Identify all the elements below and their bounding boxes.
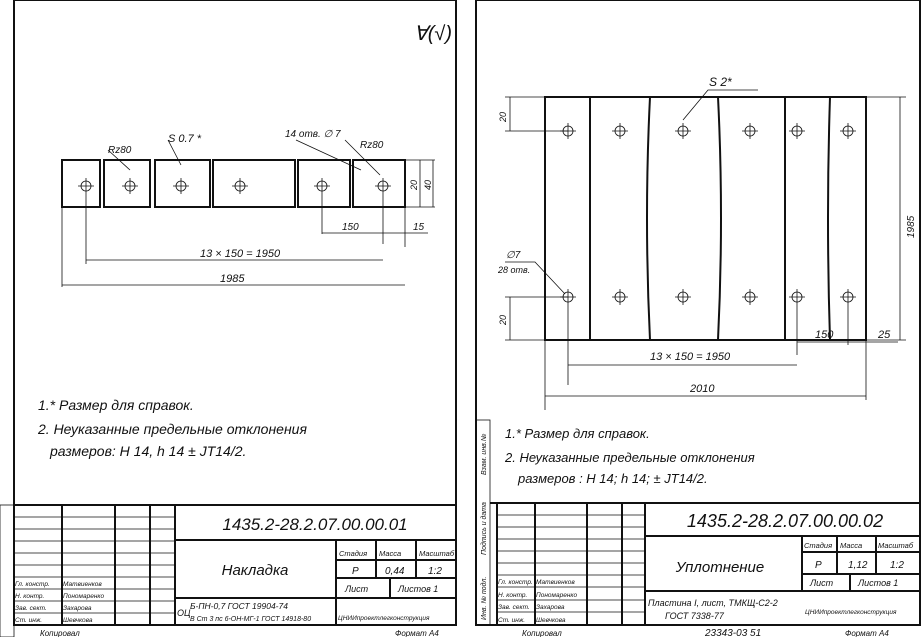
svg-text:1:2: 1:2 [428,566,442,577]
svg-text:Р: Р [352,566,359,577]
svg-text:2. Неуказанные предельные откл: 2. Неуказанные предельные отклонения [37,421,307,437]
svg-text:Масштаб: Масштаб [419,549,455,558]
svg-text:1.* Размер для справок.: 1.* Размер для справок. [505,426,650,441]
thickness-label: S 2* [709,75,732,89]
title-block: 1435.2-28.2.07.00.00.02 Уплотнение Стади… [490,502,920,637]
svg-text:Шевчкова: Шевчкова [63,617,93,624]
svg-text:размеров: H 14, h 14 ± JT14/2.: размеров: H 14, h 14 ± JT14/2. [49,443,246,459]
svg-text:Масса: Масса [379,549,401,558]
svg-text:Гл. констр.: Гл. констр. [498,579,533,586]
holes-label: 14 отв. ∅ 7 [285,129,341,140]
svg-text:ГОСТ 7338-77: ГОСТ 7338-77 [665,611,725,621]
part-name: Накладка [222,562,289,579]
right-frame [475,0,921,626]
dim-height-outer: 40 [423,180,433,190]
svg-text:23343-03 51: 23343-03 51 [704,628,761,637]
svg-text:размеров : H 14; h 14; ± JT14/: размеров : H 14; h 14; ± JT14/2. [517,471,708,486]
svg-text:Гл. констр.: Гл. констр. [15,581,50,588]
svg-text:0,44: 0,44 [385,566,405,577]
svg-text:В Ст 3 пс 6-ОН-МГ-1 ГОСТ 14918: В Ст 3 пс 6-ОН-МГ-1 ГОСТ 14918-80 [190,616,311,623]
svg-text:Р: Р [815,560,822,571]
svg-text:ЦНИИпроектлегконструкция: ЦНИИпроектлегконструкция [338,615,430,622]
svg-text:Матвиенков: Матвиенков [536,579,575,586]
dim-total: 2010 [689,383,715,395]
holes-dia-label: ∅7 [506,250,521,261]
svg-text:Пономаренко: Пономаренко [536,592,577,599]
svg-text:Н. контр.: Н. контр. [498,592,528,599]
svg-text:2. Неуказанные предельные откл: 2. Неуказанные предельные отклонения [504,450,755,465]
title-block: 1435.2-28.2.07.00.00.01 Накладка Стадия … [14,504,456,637]
svg-text:Ст. инж.: Ст. инж. [498,617,525,624]
svg-text:Ст. инж.: Ст. инж. [15,617,42,624]
svg-text:Н. контр.: Н. контр. [15,593,45,600]
seal-part: S 2* 20 20 1985 ∅7 28 отв. 150 25 13 × 1… [497,75,917,410]
svg-text:Захарова: Захарова [536,604,565,611]
left-sheet: ∀(√) Rz80 S 0.7 * 14 отв. ∅ 7 Rz80 20 40… [0,0,457,637]
svg-text:Зав. сект.: Зав. сект. [15,605,47,612]
roughness-label: Rz80 [108,145,132,156]
dim-chain: 13 × 150 = 1950 [650,351,731,363]
svg-text:Масштаб: Масштаб [878,541,914,550]
svg-text:Копировал: Копировал [522,629,562,637]
svg-text:Зав. сект.: Зав. сект. [498,604,530,611]
svg-text:Пономаренко: Пономаренко [63,593,104,600]
svg-text:Захарова: Захарова [63,605,92,612]
notes: 1.* Размер для справок. 2. Неуказанные п… [37,397,307,459]
svg-text:ОЦ: ОЦ [177,608,191,618]
drawing-code: 1435.2-28.2.07.00.00.01 [222,515,407,534]
svg-text:Шевчкова: Шевчкова [536,617,566,624]
svg-text:1:2: 1:2 [890,560,904,571]
svg-text:Б-ПН-0,7 ГОСТ 19904-74: Б-ПН-0,7 ГОСТ 19904-74 [190,601,288,611]
drawing-code: 1435.2-28.2.07.00.00.02 [687,511,883,531]
roughness-label-2: Rz80 [360,140,384,151]
part-name: Уплотнение [675,559,765,576]
svg-text:1,12: 1,12 [848,560,868,571]
svg-text:Формат А4: Формат А4 [395,629,439,637]
svg-text:Копировал: Копировал [40,629,80,637]
svg-text:Листов 1: Листов 1 [397,584,438,594]
dim-top: 20 [498,112,508,123]
dim-bottom: 20 [498,315,508,326]
svg-text:ЦНИИпроектлегконструкция: ЦНИИпроектлегконструкция [805,609,897,616]
dim-height: 1985 [906,215,917,238]
left-frame [13,0,457,626]
svg-text:Лист: Лист [344,584,369,594]
svg-text:Стадия: Стадия [339,549,367,558]
corner-roughness-mark: ∀(√) [414,23,452,45]
thickness-label: S 0.7 * [168,133,202,145]
holes [78,178,391,194]
dim-pitch: 150 [342,222,359,233]
right-side-strip [475,419,491,626]
svg-text:Матвиенков: Матвиенков [63,581,102,588]
left-side-strip [0,504,15,637]
dim-pitch: 150 [815,329,834,341]
svg-text:Инв. № подл.: Инв. № подл. [480,577,488,620]
dim-height-inner: 20 [409,180,419,191]
dim-edge: 15 [413,222,425,233]
strip-part: Rz80 S 0.7 * 14 отв. ∅ 7 Rz80 20 40 150 … [61,129,435,287]
svg-text:Масса: Масса [840,541,862,550]
dim-chain: 13 × 150 = 1950 [200,248,281,260]
svg-text:Стадия: Стадия [804,541,832,550]
svg-text:1.* Размер для справок.: 1.* Размер для справок. [38,397,194,413]
svg-text:Подпись и дата: Подпись и дата [480,502,488,555]
notes: 1.* Размер для справок. 2. Неуказанные п… [504,426,755,486]
right-sheet: Инв. № подл. Подпись и дата Взам. инв.№ … [475,0,921,637]
dim-total: 1985 [220,273,245,285]
svg-text:Формат А4: Формат А4 [845,629,889,637]
svg-text:Листов 1: Листов 1 [857,578,898,588]
svg-text:Пластина I, лист, ТМКЩ-С2-2: Пластина I, лист, ТМКЩ-С2-2 [648,598,778,608]
holes-count-label: 28 отв. [497,265,530,275]
holes [560,123,856,305]
dim-edge: 25 [877,329,891,341]
svg-text:Взам. инв.№: Взам. инв.№ [481,433,488,475]
svg-text:Лист: Лист [809,578,834,588]
